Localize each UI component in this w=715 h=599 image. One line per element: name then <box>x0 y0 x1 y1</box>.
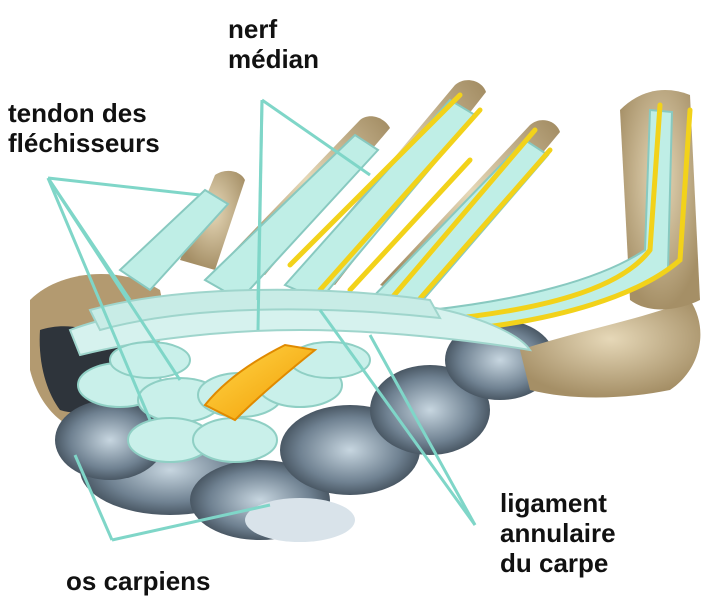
label-carpal-bones: os carpiens <box>66 566 211 596</box>
label-ligament-line2: annulaire <box>500 518 616 548</box>
label-flexor-line1: tendon des <box>8 98 160 128</box>
label-ligament-line1: ligament <box>500 488 616 518</box>
label-flexor-line2: fléchisseurs <box>8 128 160 158</box>
label-carpal-line1: os carpiens <box>66 566 211 596</box>
label-nerve-line2: médian <box>228 44 319 74</box>
label-median-nerve: nerf médian <box>228 14 319 74</box>
label-nerve-line1: nerf <box>228 14 319 44</box>
label-flexor-tendons: tendon des fléchisseurs <box>8 98 160 158</box>
label-ligament-line3: du carpe <box>500 548 616 578</box>
label-transverse-ligament: ligament annulaire du carpe <box>500 488 616 578</box>
